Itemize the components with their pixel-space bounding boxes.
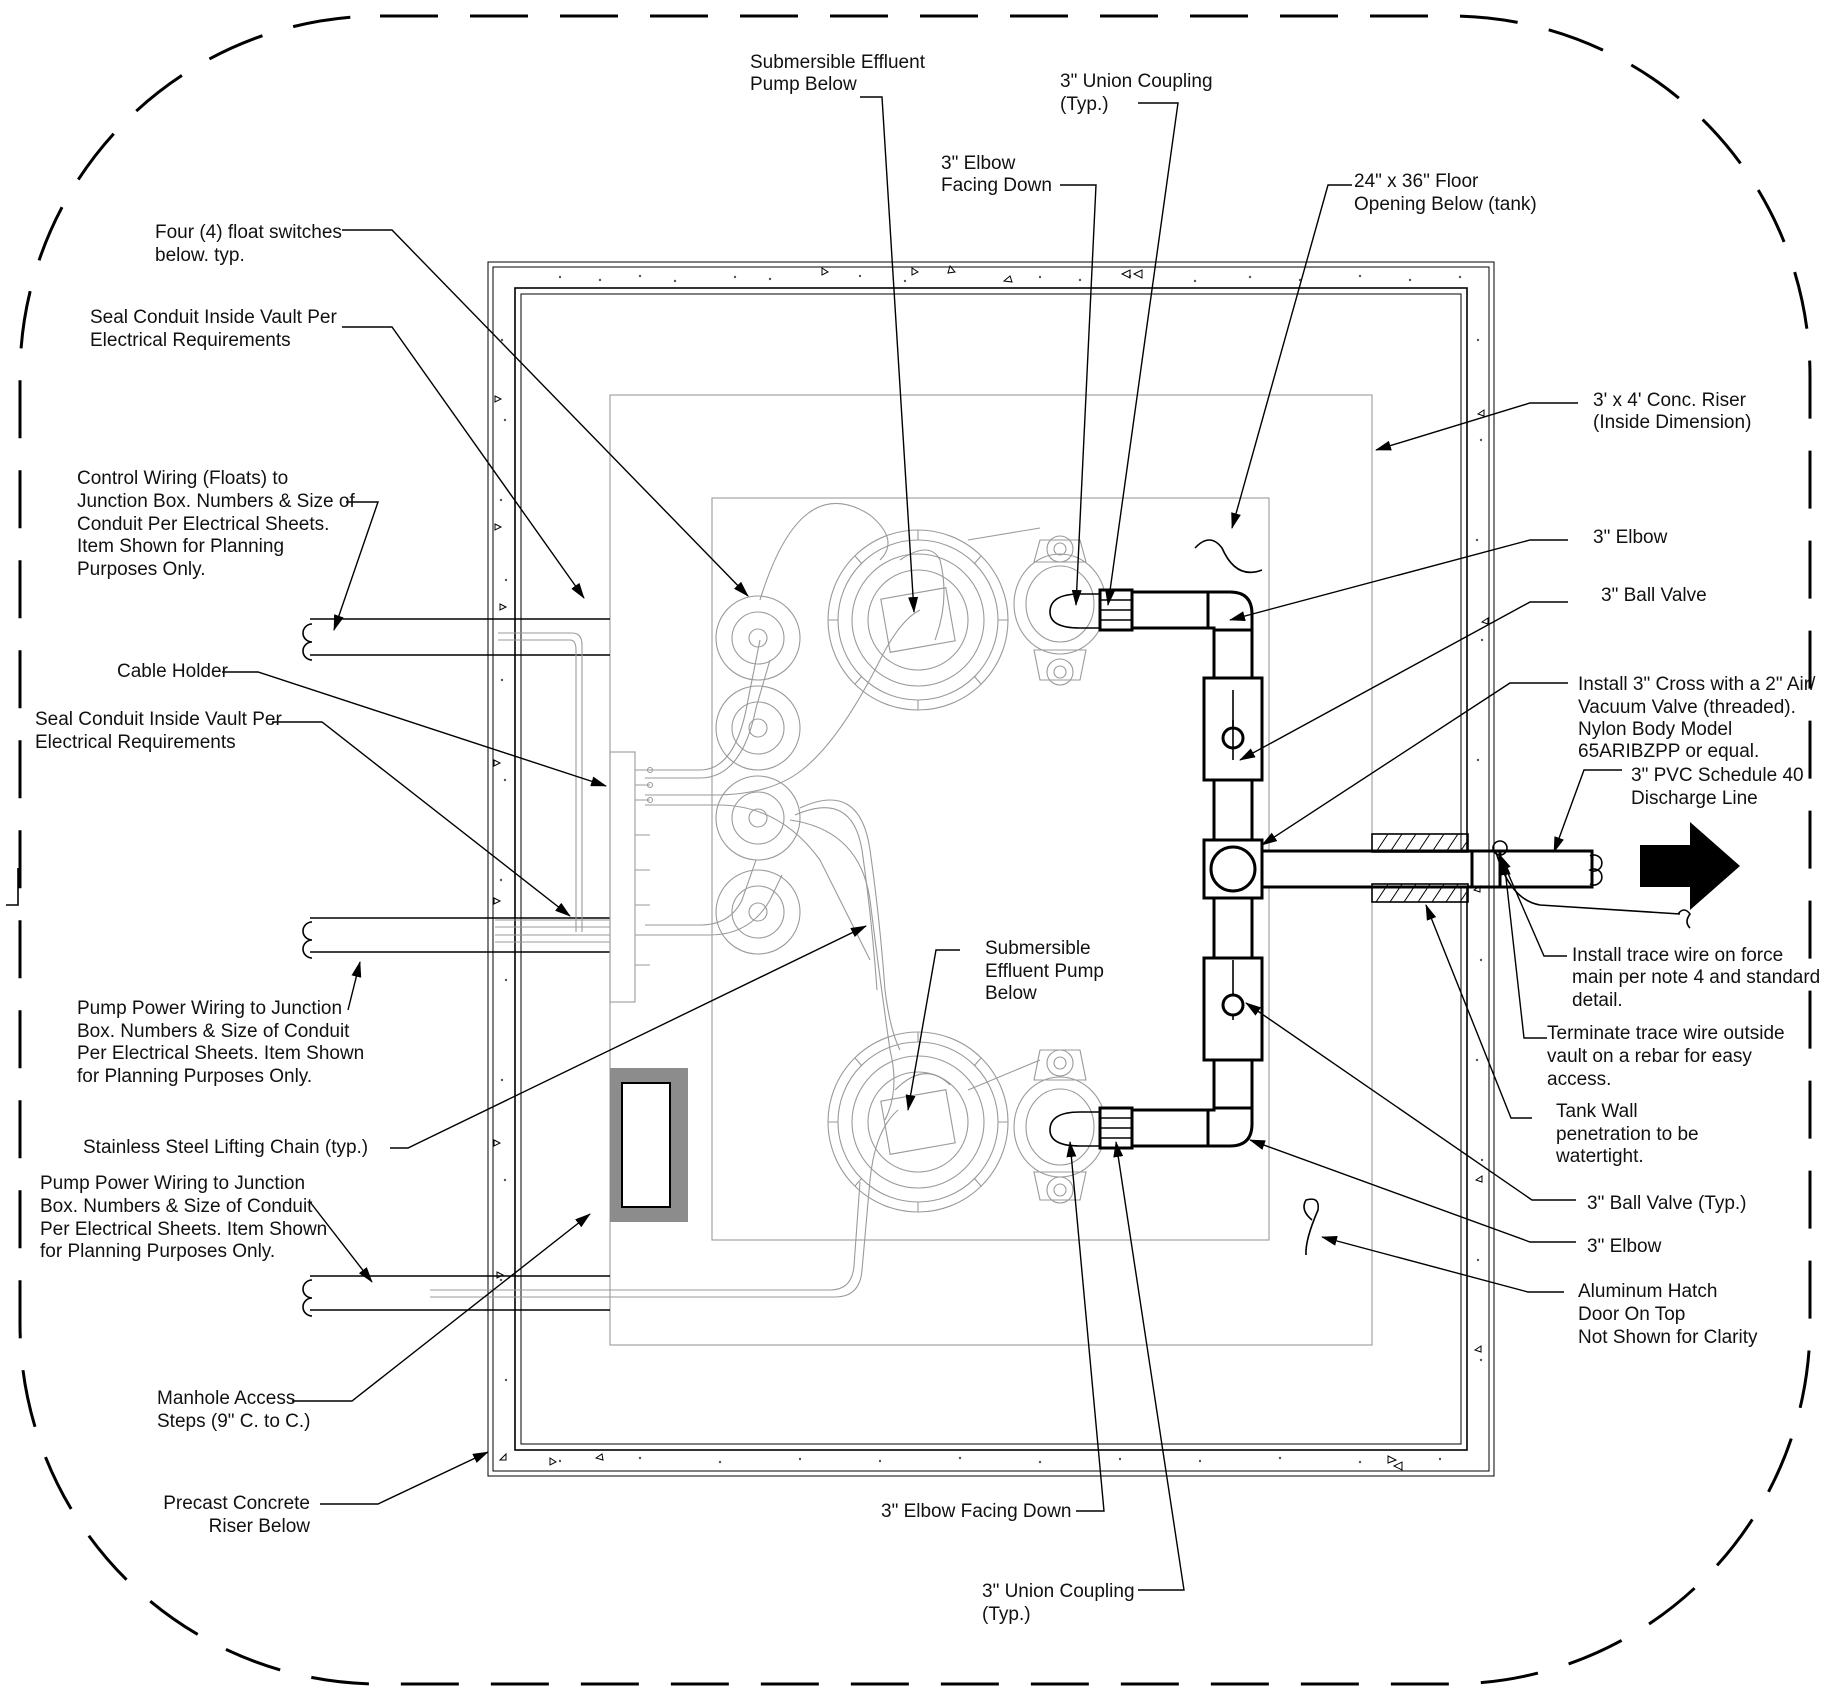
conduits bbox=[302, 618, 610, 1317]
label-union-coupling-bottom: 3" Union Coupling(Typ.) bbox=[982, 1581, 1135, 1625]
discharge-piping bbox=[1128, 590, 1603, 1148]
pump-bottom bbox=[827, 1031, 1009, 1213]
hatch-hook-icon bbox=[1303, 1198, 1320, 1256]
label-conc-riser: 3' x 4' Conc. Riser(Inside Dimension) bbox=[1593, 390, 1751, 433]
label-elbow-top-right: 3" Elbow bbox=[1593, 527, 1668, 548]
flow-direction-arrow-icon bbox=[1640, 822, 1740, 910]
label-cross-valve: Install 3" Cross with a 2" Air/Vacuum Va… bbox=[1578, 674, 1816, 762]
pump-top bbox=[827, 529, 1009, 711]
label-cable-holder: Cable Holder bbox=[117, 661, 229, 682]
union-couplings bbox=[1098, 588, 1134, 1150]
label-lifting-chain: Stainless Steel Lifting Chain (typ.) bbox=[83, 1137, 368, 1158]
lifting-chains bbox=[794, 799, 901, 1051]
label-ball-valve-typ: 3" Ball Valve (Typ.) bbox=[1587, 1193, 1747, 1214]
elbows-facing-down bbox=[1049, 593, 1100, 1147]
wiring bbox=[430, 503, 1041, 1298]
outer-dashed-boundary bbox=[18, 14, 1812, 1686]
label-ball-valve-top: 3" Ball Valve bbox=[1601, 585, 1707, 606]
leader-lines bbox=[222, 96, 1622, 1591]
label-union-coupling-top: 3" Union Coupling(Typ.) bbox=[1060, 71, 1213, 115]
floor-opening-hook-icon bbox=[1194, 539, 1263, 574]
ball-valves bbox=[1221, 690, 1245, 1020]
cable-holder bbox=[609, 751, 654, 1003]
discharge-fitting-top bbox=[1013, 535, 1107, 686]
concrete-aggregate bbox=[493, 264, 1489, 1471]
discharge-fitting-bottom bbox=[1013, 1049, 1107, 1204]
break-mark bbox=[6, 868, 19, 906]
label-elbow-bottom-right: 3" Elbow bbox=[1587, 1236, 1662, 1257]
manhole-steps bbox=[610, 1068, 688, 1222]
float-switches bbox=[715, 595, 801, 955]
tank-wall-penetration bbox=[1371, 833, 1469, 903]
label-elbow-facing-down-bottom: 3" Elbow Facing Down bbox=[881, 1501, 1072, 1522]
